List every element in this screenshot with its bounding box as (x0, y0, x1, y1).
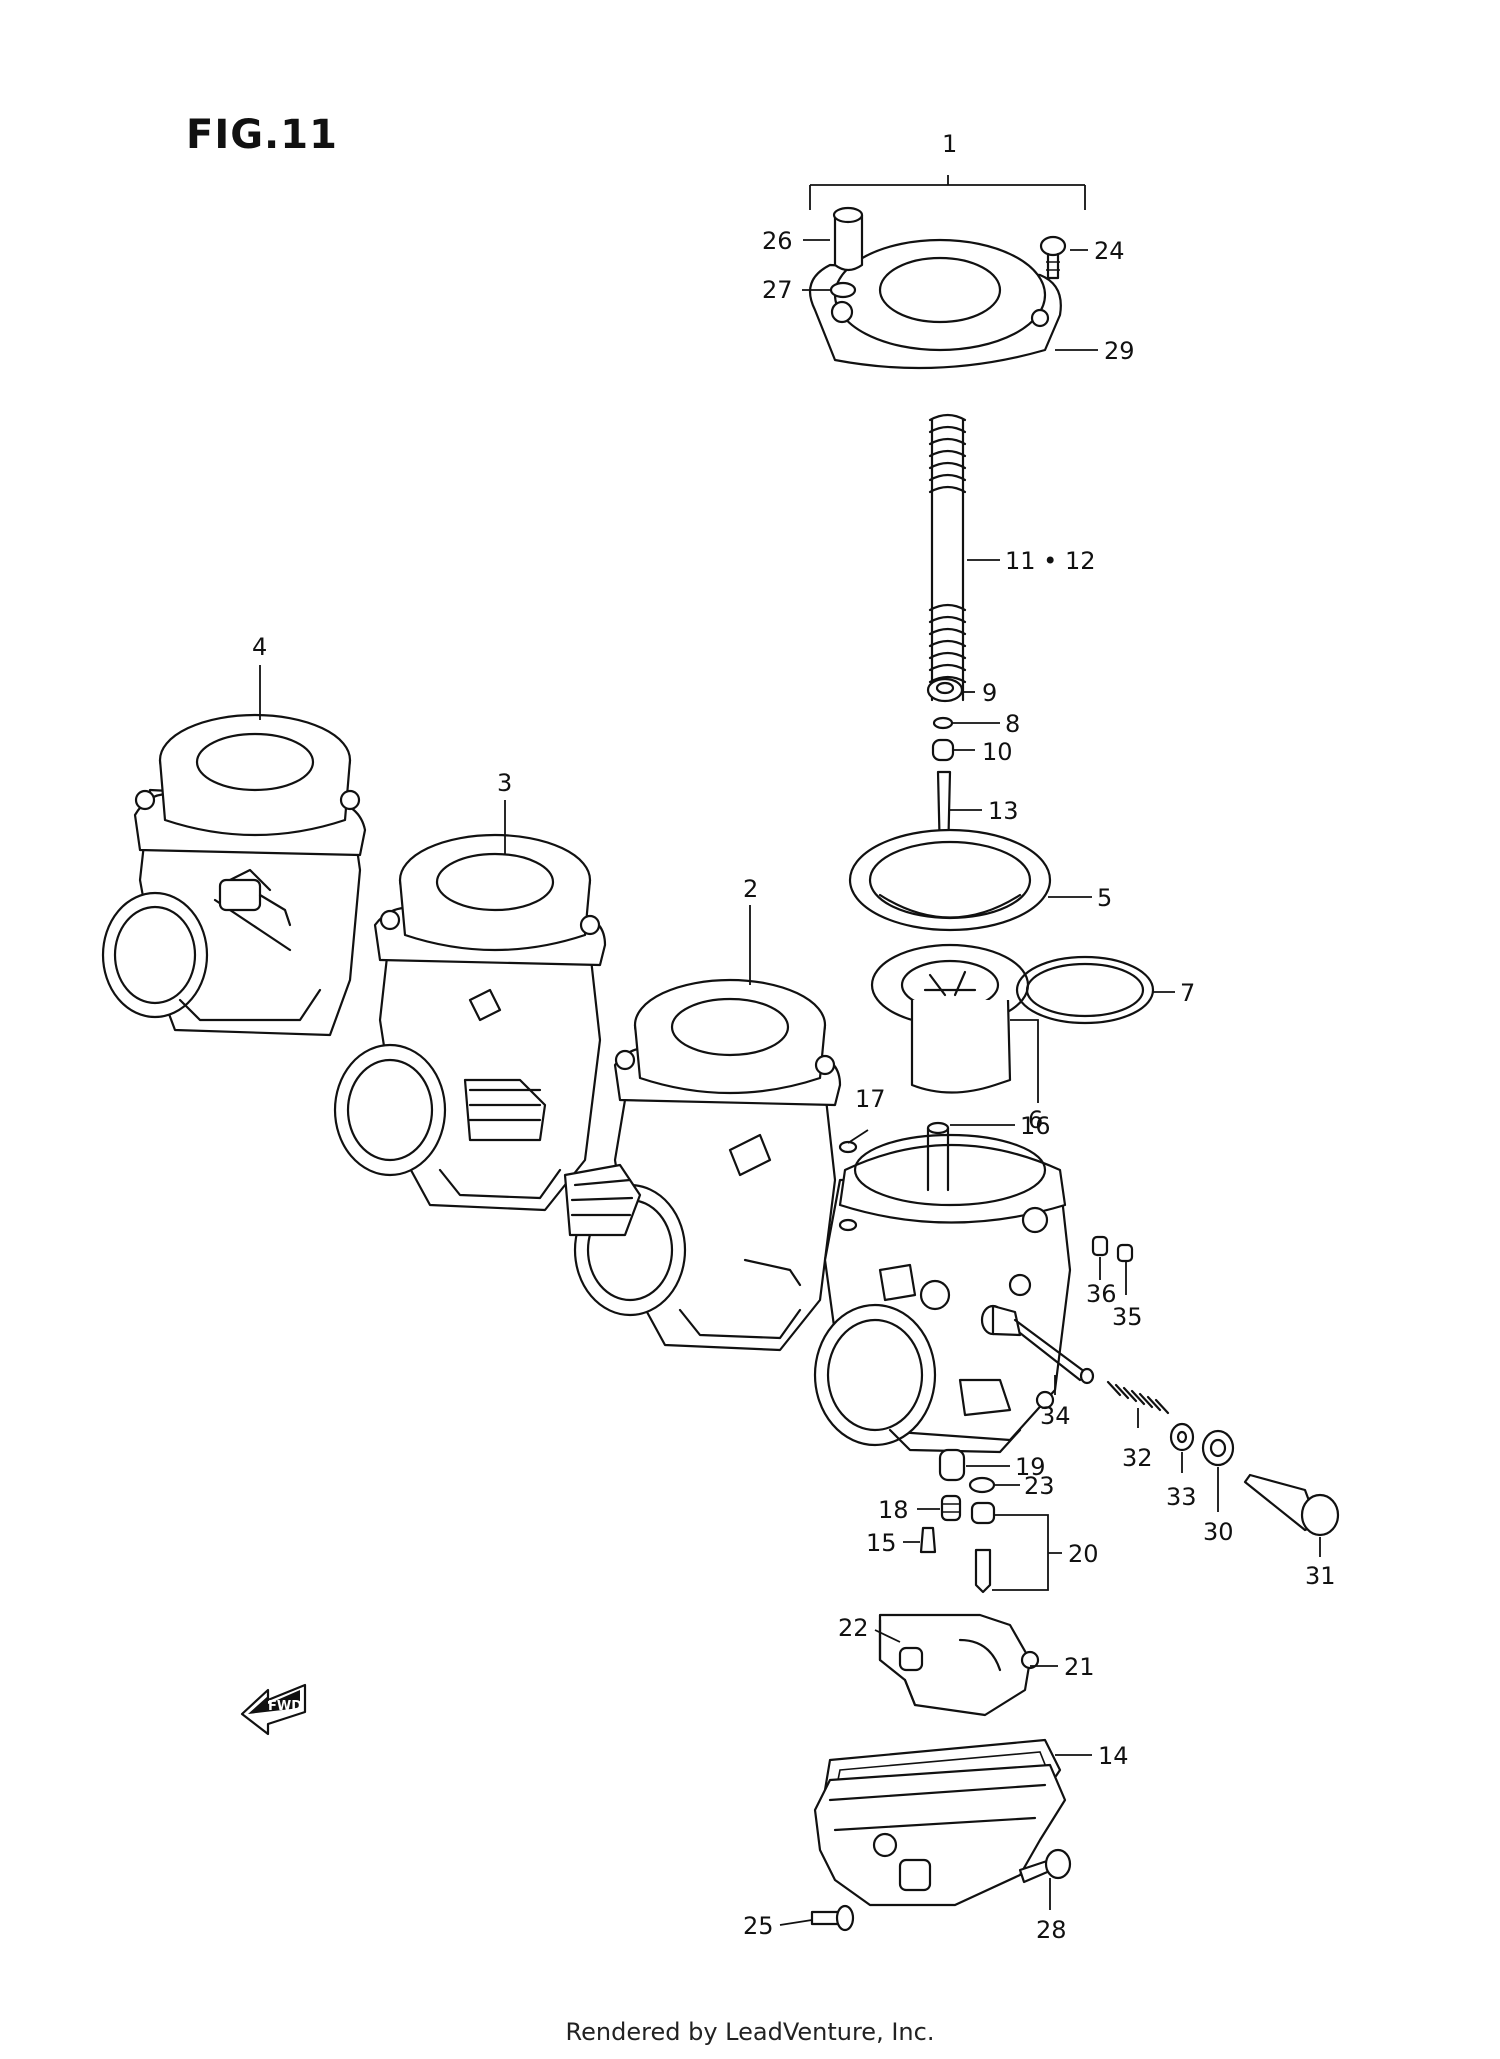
o-ring-27 (829, 281, 857, 299)
callout-11-12: 11 • 12 (1005, 547, 1096, 575)
pilot-screw-34 (980, 1304, 1095, 1385)
figure-title: FIG.11 (186, 112, 338, 158)
callout-13: 13 (988, 797, 1019, 825)
callout-5: 5 (1097, 884, 1112, 912)
plug-26 (832, 206, 864, 272)
callout-6: 6 (1028, 1106, 1043, 1134)
pilot-jet-18 (940, 1494, 962, 1522)
callout-2: 2 (743, 875, 758, 903)
screw-28 (1018, 1848, 1072, 1884)
callout-25: 25 (743, 1912, 774, 1940)
clip-8 (932, 716, 954, 730)
callout-10: 10 (982, 738, 1013, 766)
leader-lines (259, 175, 1321, 1926)
callout-27: 27 (762, 276, 793, 304)
callout-22: 22 (838, 1614, 869, 1642)
needle-valve-20 (970, 1501, 996, 1594)
callout-32: 32 (1122, 1444, 1153, 1472)
callout-34: 34 (1040, 1402, 1071, 1430)
washer-33 (1169, 1422, 1195, 1452)
fwd-label: FWD (268, 1699, 302, 1714)
callout-33: 33 (1166, 1483, 1197, 1511)
callout-19: 19 (1015, 1453, 1046, 1481)
jet-15 (919, 1526, 937, 1554)
footer-credit: Rendered by LeadVenture, Inc. (565, 2018, 935, 2046)
callout-9: 9 (982, 679, 997, 707)
callout-16: 16 (1020, 1112, 1051, 1140)
callout-21: 21 (1064, 1653, 1095, 1681)
callout-3: 3 (497, 769, 512, 797)
callout-4: 4 (252, 633, 267, 661)
callout-14: 14 (1098, 1742, 1129, 1770)
piston-6 (870, 943, 1030, 1094)
callout-7: 7 (1180, 979, 1195, 1007)
carburetor-1-body (813, 1133, 1072, 1454)
spring-11-12 (928, 413, 967, 702)
callout-8: 8 (1005, 710, 1020, 738)
callout-35: 35 (1112, 1303, 1143, 1331)
diaphragm-5 (848, 828, 1052, 932)
callout-1: 1 (942, 130, 957, 158)
float-21 (878, 1613, 1040, 1717)
screw-25 (810, 1904, 855, 1932)
o-ring-30 (1201, 1429, 1235, 1467)
plug-screw-31 (1243, 1473, 1340, 1537)
gasket-7 (1015, 955, 1155, 1025)
o-ring-23 (968, 1476, 996, 1494)
callout-20: 20 (1068, 1540, 1099, 1568)
spacer-10 (931, 738, 955, 762)
callout-30: 30 (1203, 1518, 1234, 1546)
callout-23: 23 (1024, 1472, 1055, 1500)
callout-26: 26 (762, 227, 793, 255)
main-jet-holder-19 (938, 1448, 966, 1482)
callout-15: 15 (866, 1529, 897, 1557)
carburetor-3 (333, 833, 607, 1212)
callout-labels: 1 26 27 24 29 11 • 12 9 8 10 13 5 7 6 16… (252, 130, 1336, 1944)
callout-31: 31 (1305, 1562, 1336, 1590)
top-cap-29 (808, 238, 1062, 370)
screw-35 (1116, 1243, 1134, 1263)
fwd-arrow-icon: FWD (240, 1683, 307, 1736)
seat-9 (926, 677, 964, 703)
float-bowl (813, 1763, 1067, 1907)
carburetor-4 (101, 713, 367, 1037)
callout-28: 28 (1036, 1916, 1067, 1944)
screw-24 (1039, 235, 1067, 280)
screw-36 (1091, 1235, 1109, 1257)
callout-17: 17 (855, 1085, 886, 1113)
callout-18: 18 (878, 1496, 909, 1524)
callout-24: 24 (1094, 237, 1125, 265)
callout-36: 36 (1086, 1280, 1117, 1308)
callout-29: 29 (1104, 337, 1135, 365)
carburetor-2 (563, 978, 842, 1352)
spring-32 (1106, 1380, 1170, 1415)
jet-holder-16 (926, 1121, 950, 1192)
